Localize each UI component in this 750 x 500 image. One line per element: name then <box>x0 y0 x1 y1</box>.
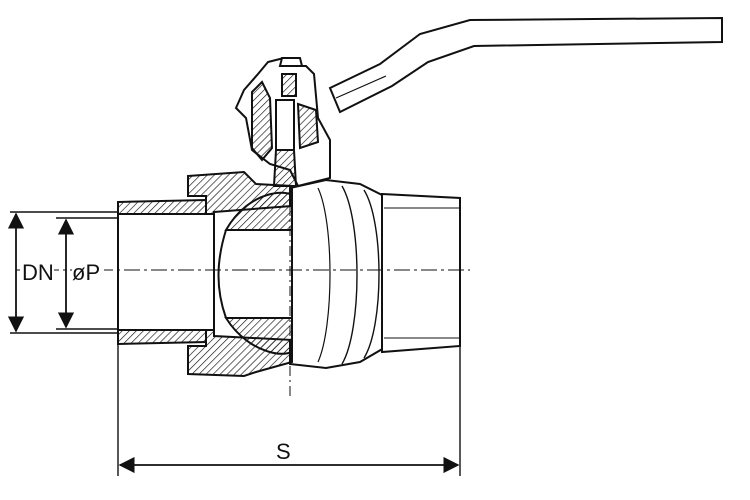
s-label: S <box>276 439 291 464</box>
dn-label: DN <box>22 260 54 285</box>
op-label: øP <box>72 260 100 285</box>
extension-lines <box>10 211 461 476</box>
valve-body <box>289 178 461 370</box>
dimension-arrows <box>7 212 460 474</box>
stem-assembly <box>234 56 331 188</box>
lever-handle <box>328 16 723 114</box>
union-nut-section <box>117 170 293 378</box>
